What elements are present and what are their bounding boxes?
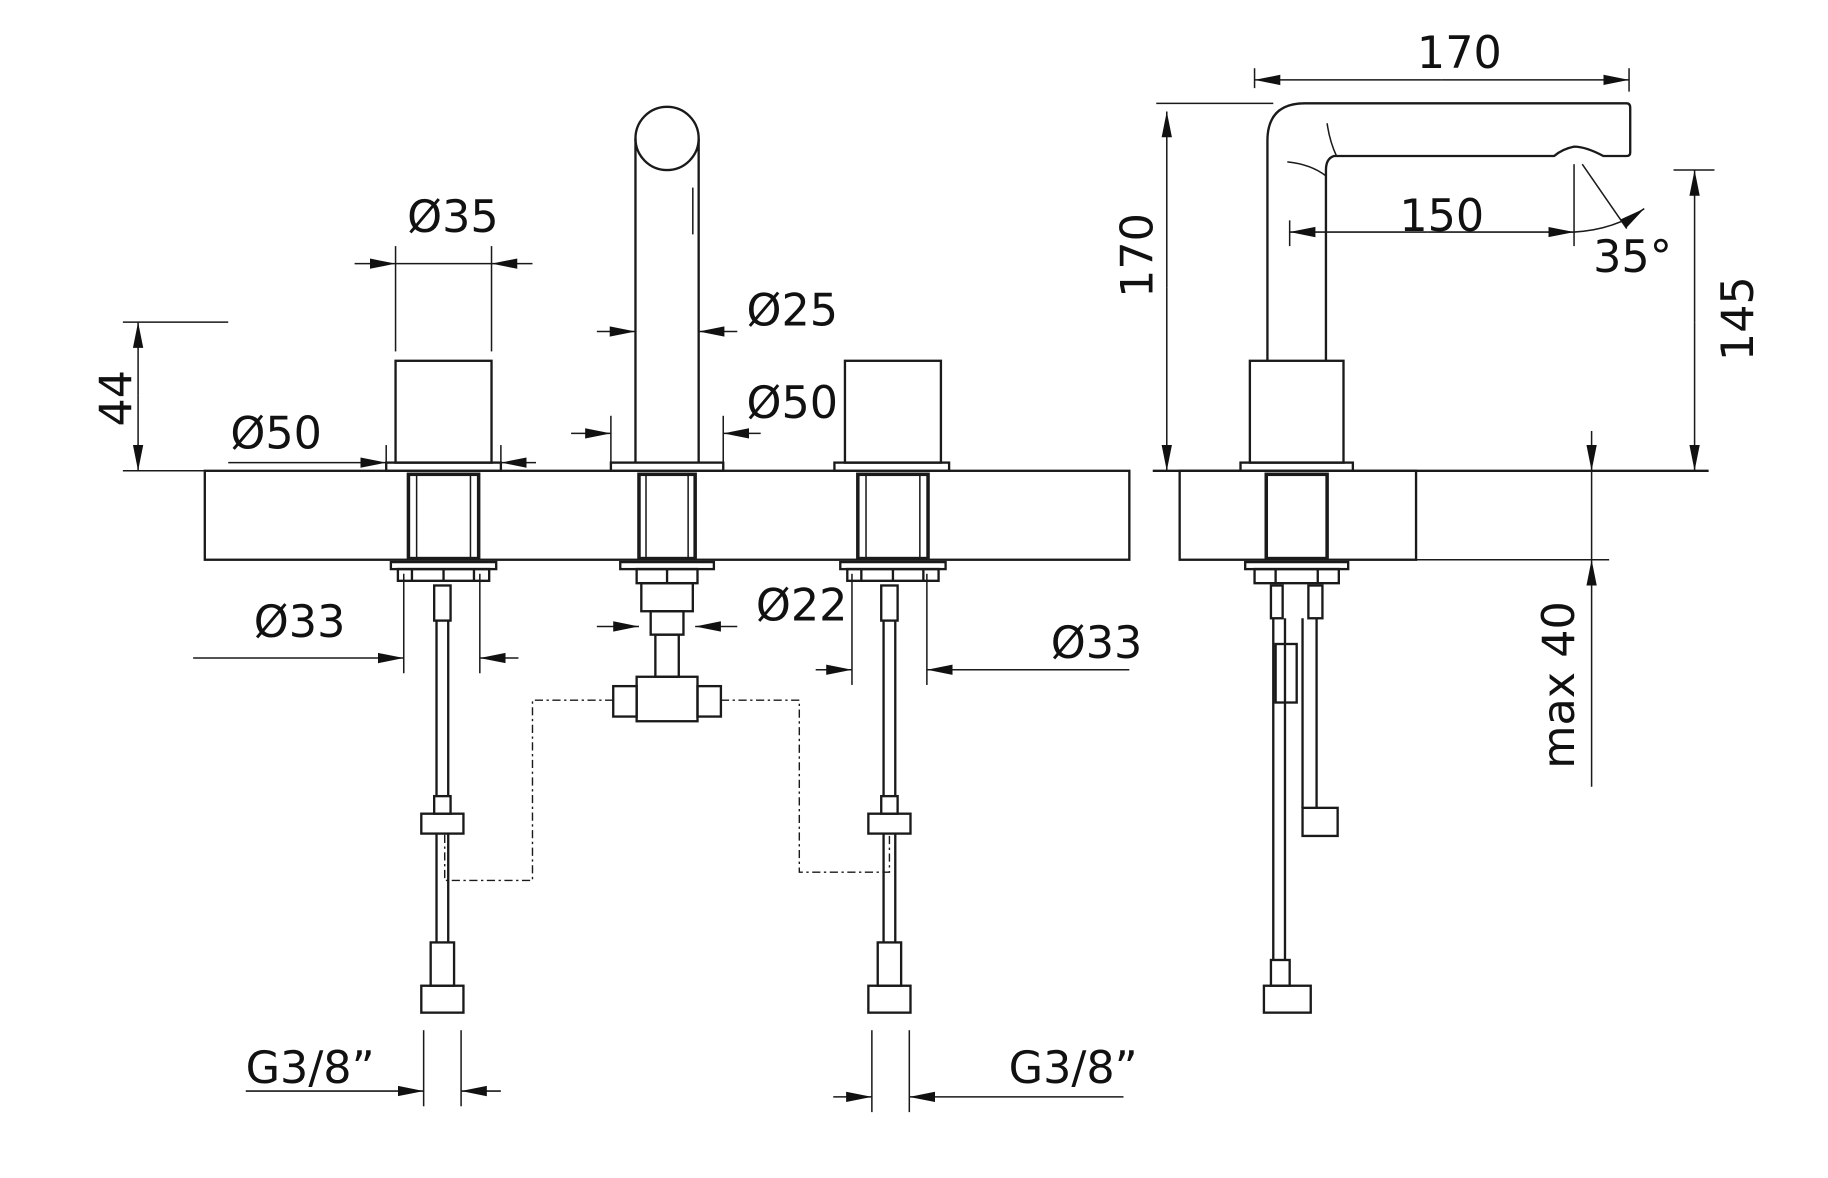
dim-handle-diameter: Ø35	[354, 192, 533, 352]
spout	[609, 105, 725, 678]
svg-text:Ø50: Ø50	[230, 409, 322, 460]
dim-right-connection: G3/8”	[833, 1030, 1138, 1113]
svg-text:G3/8”: G3/8”	[246, 1043, 375, 1094]
hidden-connection-left	[444, 699, 614, 882]
svg-text:170: 170	[1417, 28, 1502, 79]
dim-outlet-height: 145	[1673, 169, 1764, 471]
dim-outlet-reach: 150	[1288, 164, 1575, 247]
dim-spout-reach: 170	[1253, 28, 1630, 92]
dim-left-connection: G3/8”	[246, 1030, 501, 1107]
svg-text:G3/8”: G3/8”	[1009, 1043, 1138, 1094]
dim-spout-shank: Ø22	[596, 581, 848, 632]
right-hose	[867, 584, 912, 1014]
dim-handle-height: 44	[91, 321, 229, 472]
dim-handle-flange: Ø50	[228, 409, 536, 468]
hidden-connection-right	[720, 699, 891, 873]
left-hose	[420, 584, 465, 1014]
svg-text:35°: 35°	[1593, 232, 1672, 283]
svg-text:Ø25: Ø25	[746, 286, 838, 337]
right-handle	[833, 359, 951, 582]
side-view: 170 170 150 35° 145	[1113, 28, 1764, 1014]
countertop-section	[203, 469, 1131, 561]
svg-text:Ø50: Ø50	[746, 378, 838, 429]
dim-overall-height: 170	[1113, 102, 1274, 471]
side-tap-body	[1239, 102, 1632, 1014]
mixing-valve	[612, 675, 723, 723]
dim-left-shank: Ø33	[193, 573, 519, 674]
dim-swivel-angle: 35°	[1574, 163, 1672, 283]
dim-right-shank: Ø33	[815, 573, 1143, 685]
svg-text:150: 150	[1399, 191, 1484, 242]
svg-text:Ø33: Ø33	[1051, 618, 1143, 669]
svg-text:44: 44	[91, 370, 142, 427]
svg-text:max 40: max 40	[1534, 601, 1585, 769]
svg-text:Ø33: Ø33	[254, 597, 346, 648]
front-view: Ø35 44 Ø50 Ø25 Ø50 Ø33	[91, 105, 1143, 1113]
svg-text:Ø22: Ø22	[756, 581, 848, 632]
countertop-section-side	[1178, 469, 1418, 561]
dim-spout-diameter: Ø25	[596, 286, 838, 337]
svg-text:Ø35: Ø35	[407, 192, 499, 243]
dim-spout-flange: Ø50	[571, 378, 838, 463]
dim-max-deck-thickness: max 40	[1534, 431, 1597, 787]
svg-text:145: 145	[1713, 276, 1764, 361]
svg-text:170: 170	[1113, 213, 1164, 298]
left-handle	[385, 359, 503, 582]
